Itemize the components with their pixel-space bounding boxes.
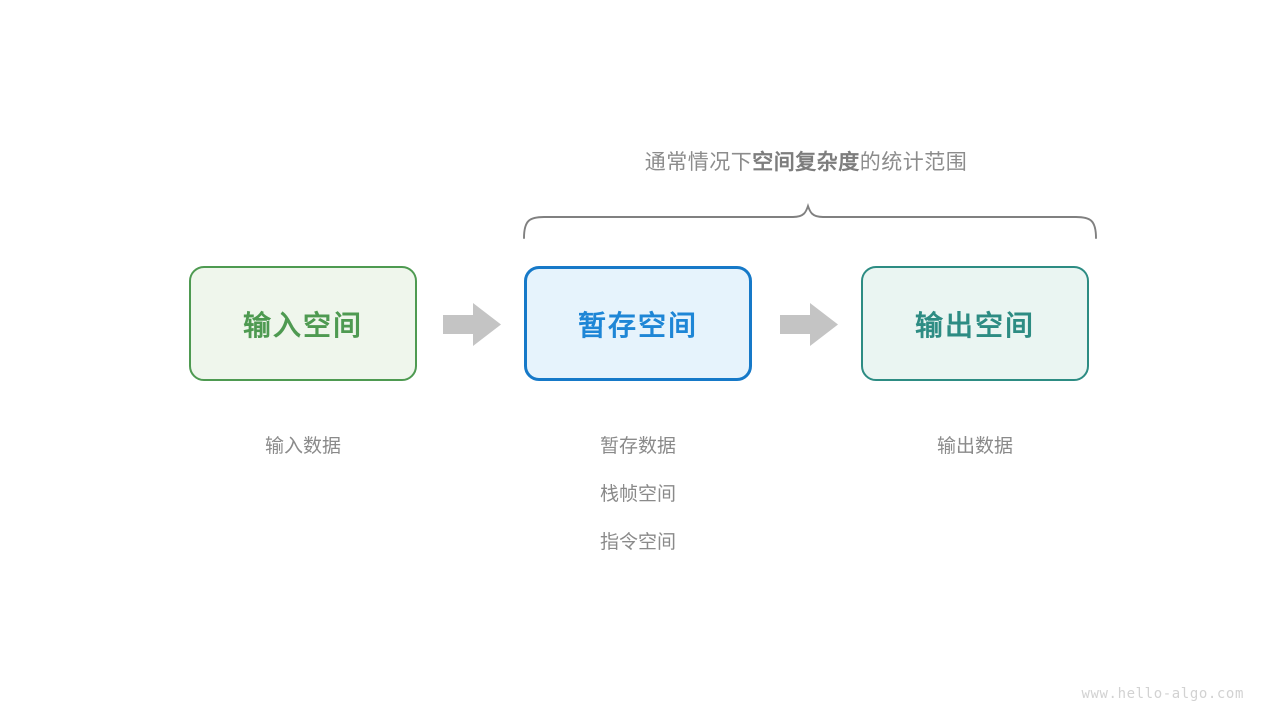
box-temp-space[interactable]: 暂存空间 <box>524 266 752 381</box>
box-output-space[interactable]: 输出空间 <box>861 266 1089 381</box>
box-input-space-label: 输入空间 <box>242 309 363 341</box>
arrow-right-icon <box>443 303 501 346</box>
brace-caption: 通常情况下空间复杂度的统计范围 <box>0 146 1280 176</box>
box-input-space[interactable]: 输入空间 <box>189 266 417 381</box>
caption-column-output: 输出数据 <box>861 423 1089 471</box>
brace-caption-prefix: 通常情况下 <box>644 151 753 174</box>
caption-item: 暂存数据 <box>599 436 676 457</box>
brace-caption-emphasis: 空间复杂度 <box>752 151 860 174</box>
arrow-right-icon <box>780 303 838 346</box>
box-temp-space-label: 暂存空间 <box>577 309 698 341</box>
caption-item: 栈帧空间 <box>599 484 676 505</box>
box-output-space-label: 输出空间 <box>914 309 1035 341</box>
caption-column-temp: 暂存数据 栈帧空间 指令空间 <box>524 423 752 567</box>
caption-item: 指令空间 <box>599 532 676 553</box>
caption-column-input: 输入数据 <box>189 423 417 471</box>
watermark: www.hello-algo.com <box>1081 686 1244 702</box>
brace-caption-suffix: 的统计范围 <box>859 151 968 174</box>
curly-brace-icon <box>523 202 1097 239</box>
caption-item: 输入数据 <box>264 436 341 457</box>
caption-item: 输出数据 <box>936 436 1013 457</box>
